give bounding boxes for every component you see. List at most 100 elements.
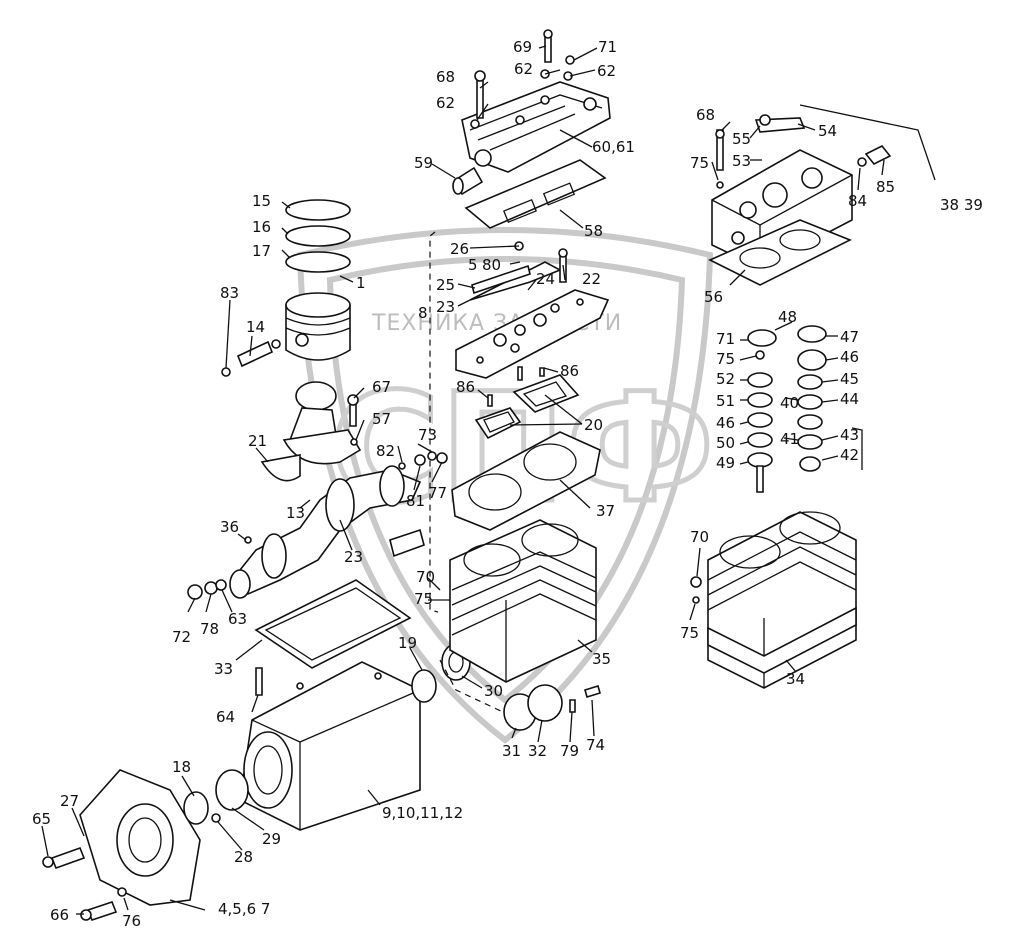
callout-44: 44 [840, 390, 859, 408]
front-cover [42, 769, 249, 921]
callout-31: 31 [502, 742, 521, 760]
callout-75: 75 [716, 350, 735, 368]
callout-1: 1 [356, 274, 366, 292]
callout-35: 35 [592, 650, 611, 668]
crankcase [239, 661, 421, 831]
callout-73: 73 [418, 426, 437, 444]
callout-21: 21 [248, 432, 267, 450]
callout-50: 50 [716, 434, 735, 452]
callout-27: 27 [60, 792, 79, 810]
callout-18: 18 [172, 758, 191, 776]
callout-75: 75 [680, 624, 699, 642]
callout-68: 68 [436, 68, 455, 86]
callout-66: 66 [50, 906, 69, 924]
callout-80: 80 [482, 256, 501, 274]
callout-62: 62 [436, 94, 455, 112]
callout-28: 28 [234, 848, 253, 866]
callout-76: 76 [122, 912, 141, 930]
gasket-33 [254, 579, 412, 669]
callout-23: 23 [344, 548, 363, 566]
callout-56: 56 [704, 288, 723, 306]
cylinder-block-35 [449, 519, 597, 683]
callout-41: 41 [780, 430, 799, 448]
callout-43: 43 [840, 426, 859, 444]
callout-62: 62 [597, 62, 616, 80]
callout-20: 20 [584, 416, 603, 434]
callout-17: 17 [252, 242, 271, 260]
callout-83: 83 [220, 284, 239, 302]
callout-52: 52 [716, 370, 735, 388]
valve-stack-left [747, 329, 777, 493]
callout-53: 53 [732, 152, 751, 170]
gasket-56 [708, 219, 852, 286]
callout-47: 47 [840, 328, 859, 346]
callout-84: 84 [848, 192, 867, 210]
callout-75: 75 [414, 590, 433, 608]
callout-30: 30 [484, 682, 503, 700]
callout-32: 32 [528, 742, 547, 760]
cover-plate [503, 684, 601, 731]
connecting-rod [260, 381, 362, 482]
callout-86: 86 [560, 362, 579, 380]
callout-45: 45 [840, 370, 859, 388]
callout-86: 86 [456, 378, 475, 396]
callout-70: 70 [690, 528, 709, 546]
callout-77: 77 [428, 484, 447, 502]
callout-75: 75 [690, 154, 709, 172]
callout-25: 25 [436, 276, 455, 294]
cylinder-block-34 [690, 511, 857, 689]
callout-55: 55 [732, 130, 751, 148]
callout-37: 37 [596, 502, 615, 520]
leader-lines [41, 45, 885, 915]
piston-group [221, 199, 351, 377]
fitting-59 [452, 166, 484, 196]
callout-67: 67 [372, 378, 391, 396]
callout-13: 13 [286, 504, 305, 522]
callout-42: 42 [840, 446, 859, 464]
callout-4-5-6-7: 4,5,6 7 [218, 900, 270, 918]
callout-49: 49 [716, 454, 735, 472]
valve-stack-right [797, 325, 827, 472]
callout-34: 34 [786, 670, 805, 688]
callout-46: 46 [840, 348, 859, 366]
callout-36: 36 [220, 518, 239, 536]
callout-59: 59 [414, 154, 433, 172]
callout-14: 14 [246, 318, 265, 336]
callout-29: 29 [262, 830, 281, 848]
callout-19: 19 [398, 634, 417, 652]
bracket-valve-plate [429, 231, 439, 613]
callout-5: 5 [468, 256, 478, 274]
callout-9-10-11-12: 9,10,11,12 [382, 804, 463, 822]
callout-82: 82 [376, 442, 395, 460]
callout-68: 68 [696, 106, 715, 124]
valve-plate [455, 241, 610, 379]
callout-65: 65 [32, 810, 51, 828]
callout-71: 71 [598, 38, 617, 56]
callout-33: 33 [214, 660, 233, 678]
callout-48: 48 [778, 308, 797, 326]
leader-3839 [799, 104, 936, 181]
callout-74: 74 [586, 736, 605, 754]
gaskets-20 [474, 366, 580, 440]
callout-54: 54 [818, 122, 837, 140]
bracket-stack [851, 427, 863, 470]
callout-69: 69 [513, 38, 532, 56]
callout-85: 85 [876, 178, 895, 196]
crankshaft [229, 465, 425, 599]
callout-46: 46 [716, 414, 735, 432]
callout-72: 72 [172, 628, 191, 646]
callout-22: 22 [582, 270, 601, 288]
callout-62: 62 [514, 60, 533, 78]
bracket-cylinder [439, 659, 521, 721]
callout-26: 26 [450, 240, 469, 258]
callout-8: 8 [418, 304, 428, 322]
callout-78: 78 [200, 620, 219, 638]
crankshaft-end-parts [187, 451, 448, 600]
callout-79: 79 [560, 742, 579, 760]
callout-16: 16 [252, 218, 271, 236]
callout-58: 58 [584, 222, 603, 240]
callout-40: 40 [780, 394, 799, 412]
callout-81: 81 [406, 492, 425, 510]
